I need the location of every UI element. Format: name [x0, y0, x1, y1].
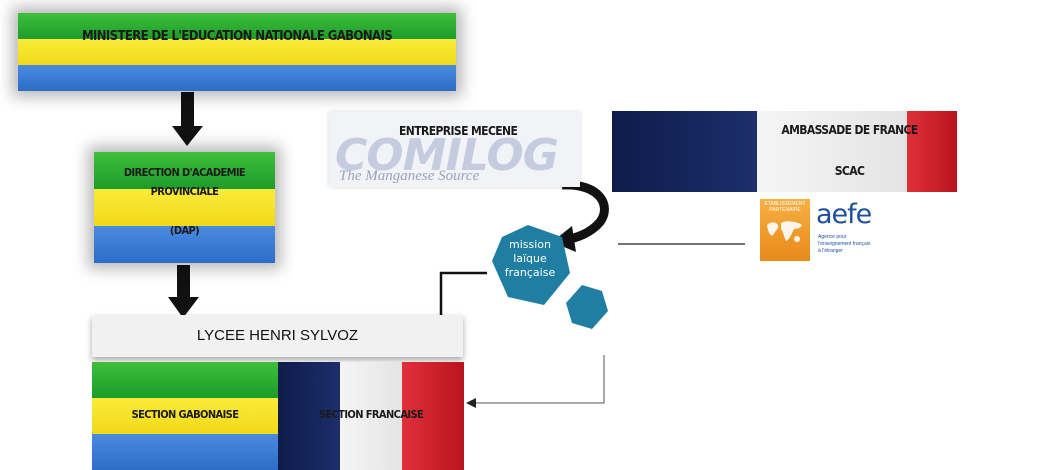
aefe-subtitle-2: l'enseignement français — [818, 241, 871, 247]
dap-box: DIRECTION D'ACADEMIE PROVINCIALE (DAP) — [94, 152, 275, 263]
mlf-text-line2: laïque — [513, 252, 547, 265]
arrow-mlf-to-section-francaise — [466, 355, 605, 408]
dap-label-line1: DIRECTION D'ACADEMIE — [123, 166, 246, 179]
aefe-name: aefe — [816, 199, 872, 230]
section-gabonaise-label: SECTION GABONAISE — [131, 408, 239, 421]
section-francaise-label: SECTION FRANCAISE — [318, 408, 424, 421]
ambassade-box: AMBASSADE DE FRANCE SCAC — [612, 111, 957, 192]
ambassade-label-line2: SCAC — [834, 164, 865, 178]
ministry-label: MINISTERE DE L'EDUCATION NATIONALE GABON… — [81, 29, 393, 44]
arrow-ministry-to-dap — [172, 92, 203, 146]
aefe-subtitle-3: à l'étranger — [818, 248, 843, 254]
entreprise-label: ENTREPRISE MECENE — [399, 124, 518, 138]
aefe-partner-badge: ETABLISSEMENT PARTENAIRE — [760, 199, 810, 261]
mlf-logo — [492, 225, 608, 329]
lycee-label: LYCEE HENRI SYLVOZ — [196, 327, 359, 344]
section-francaise-box: SECTION FRANCAISE — [278, 362, 464, 470]
arrow-entreprise-to-mlf — [552, 180, 609, 252]
entreprise-box: COMILOG The Manganese Source ENTREPRISE … — [329, 112, 580, 187]
aefe-partner-text: ETABLISSEMENT PARTENAIRE — [764, 201, 806, 213]
lycee-box: LYCEE HENRI SYLVOZ — [92, 315, 463, 357]
mlf-text-line3: française — [504, 266, 556, 279]
ambassade-label-line1: AMBASSADE DE FRANCE — [781, 123, 918, 137]
dap-label-line3: (DAP) — [169, 224, 200, 237]
arrow-dap-to-lycee — [168, 265, 199, 318]
comilog-logo: COMILOG — [335, 130, 559, 181]
mlf-text-line1: mission — [509, 238, 551, 251]
mlf-hexagon-large — [492, 225, 570, 305]
world-map-icon — [767, 221, 802, 242]
section-gabonaise-box: SECTION GABONAISE — [92, 362, 278, 470]
aefe-logo: ETABLISSEMENT PARTENAIRE aefe Agence pou… — [758, 197, 904, 263]
comilog-tagline: The Manganese Source — [339, 168, 480, 184]
ministry-box: MINISTERE DE L'EDUCATION NATIONALE GABON… — [18, 13, 456, 91]
mlf-hexagon-small — [566, 285, 608, 329]
aefe-subtitle-1: Agence pour — [818, 234, 847, 240]
dap-label-line2: PROVINCIALE — [150, 185, 219, 198]
